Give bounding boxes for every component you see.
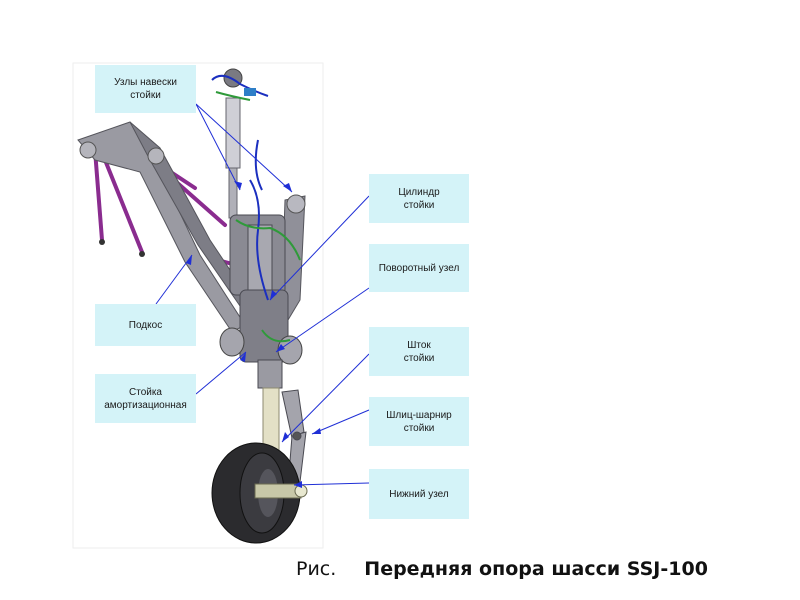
caption-prefix: Рис. [296,558,337,580]
leader-hinge-1 [195,103,241,191]
drawing-frame [72,62,324,549]
leader-brace [155,254,193,305]
leader-shock-strut [195,351,247,395]
nose-landing-gear-illustration [77,68,308,544]
a-frame-brace [77,121,251,333]
caption-title: Передняя опора шасси SSJ-100 [364,558,708,580]
leader-lower-node [293,482,370,486]
label-torque-link: Шлиц-шарнир стойки [369,397,469,446]
label-rod: Шток стойки [369,327,469,376]
label-strut-cylinder: Цилиндр стойки [369,174,469,223]
leader-lines [155,103,370,488]
lower-axle [254,483,308,499]
leader-pivot [275,287,370,353]
leader-rod [281,353,370,443]
leader-torque-link [311,409,370,435]
label-lower-node: Нижний узел [369,469,469,519]
upper-actuator [211,68,269,219]
label-brace: Подкос [95,304,196,346]
label-pivot-node: Поворотный узел [369,244,469,292]
figure-caption: Рис. Передняя опора шасси SSJ-100 [296,558,708,580]
label-hinge-nodes: Узлы навески стойки [95,65,196,113]
leader-cylinder [269,195,370,301]
leader-hinge-2 [195,103,293,193]
label-shock-strut: Стойка амортизационная [95,374,196,423]
central-body [219,139,303,365]
